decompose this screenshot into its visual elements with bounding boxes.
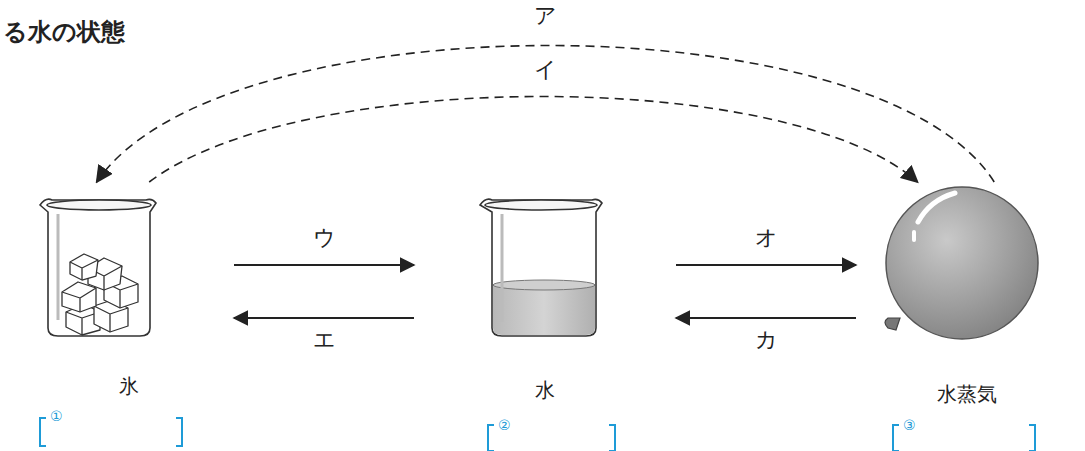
arrow-label: ア	[531, 4, 560, 28]
state-label: 水	[418, 377, 672, 404]
callout-number: ①	[50, 408, 63, 424]
callout-number: ②	[498, 417, 511, 433]
dashed-arrow	[149, 97, 917, 183]
state-node: 氷	[28, 178, 230, 400]
state-label: 氷	[28, 373, 230, 400]
arrow-label: オ	[752, 226, 781, 250]
arrow-label: カ	[752, 328, 781, 352]
water-beaker	[480, 199, 602, 336]
state-arrow	[234, 317, 414, 319]
dashed-arrow	[97, 46, 995, 183]
vapor-balloon	[885, 187, 1038, 339]
state-node: 水蒸気	[860, 178, 1073, 408]
state-node: 水	[418, 178, 672, 404]
ice-beaker	[40, 199, 156, 336]
state-arrow	[676, 264, 856, 266]
arrow-label: イ	[531, 58, 560, 82]
answer-brackets	[40, 418, 1035, 451]
arrow-label: エ	[310, 328, 339, 352]
state-arrow	[676, 317, 856, 319]
state-label: 水蒸気	[860, 381, 1073, 408]
callout-number: ③	[903, 417, 916, 433]
title-text: る水の状態	[3, 16, 125, 48]
arrow-label: ウ	[310, 226, 339, 250]
state-arrow	[234, 264, 414, 266]
